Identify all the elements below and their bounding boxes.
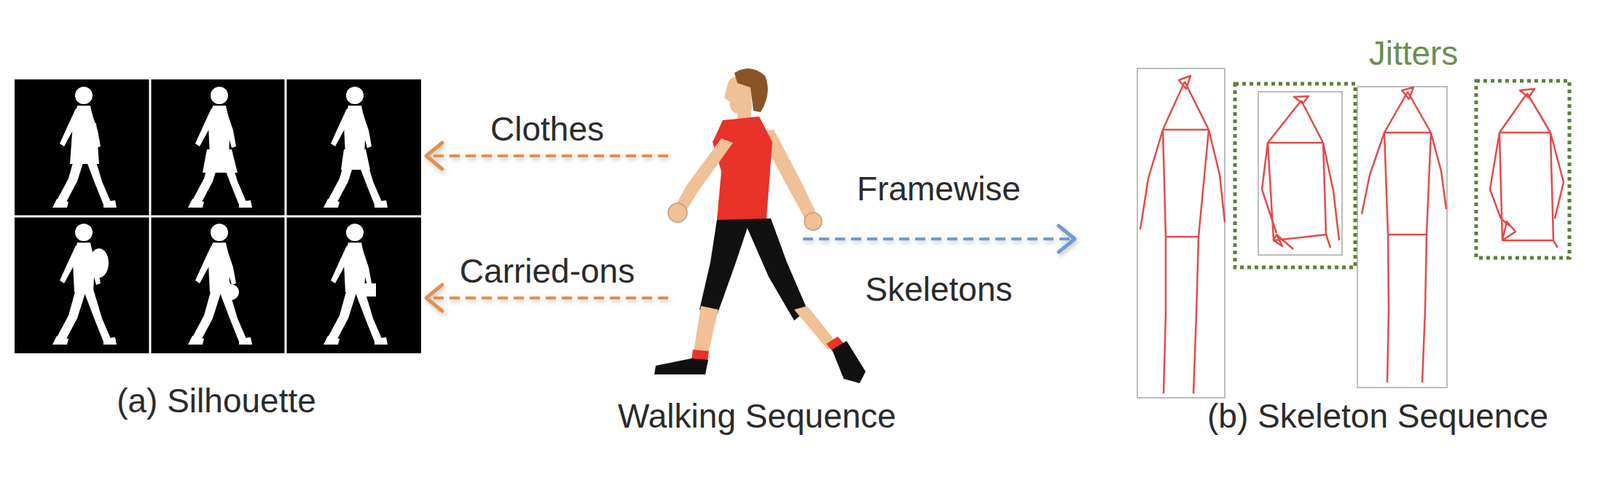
dashed-line [802, 237, 1075, 241]
coat-shape [69, 123, 100, 164]
walker-silhouette [187, 223, 253, 345]
skirt-shape [202, 149, 238, 173]
dashed-line [426, 296, 669, 300]
silhouette-backpack [52, 223, 117, 345]
handbag-shape [364, 283, 376, 297]
edge-label: Clothes [490, 110, 605, 149]
front-shoe [654, 358, 709, 375]
silhouette-skirt [187, 86, 253, 208]
shorts-shape [340, 149, 371, 170]
walker-silhouette [52, 86, 117, 208]
arrow-head [426, 142, 443, 170]
walker-silhouette [323, 86, 388, 208]
silhouette-panel: (a) Silhouette [14, 79, 427, 354]
skeleton-sequence [1137, 68, 1570, 398]
frame-box [1258, 91, 1343, 256]
grid-line [14, 215, 422, 218]
silhouette-grid [14, 79, 422, 354]
arrow-head [426, 284, 443, 312]
node-caption: Walking Sequence [617, 397, 897, 436]
silhouette-handbag [323, 223, 388, 345]
jittered-skeleton [1489, 88, 1564, 248]
dashed-arrow [802, 225, 1075, 253]
front-fist [668, 203, 688, 223]
silhouette-shorts [323, 86, 388, 208]
jitter-box [1476, 80, 1570, 258]
back-shoe [832, 340, 866, 384]
annotation-label: Jitters [1369, 34, 1459, 73]
grid-lines [14, 79, 422, 354]
node-caption: (b) Skeleton Sequence [1207, 397, 1549, 436]
skeleton-figures [1140, 75, 1564, 394]
back-legging [743, 218, 808, 321]
walking-figure: Walking Sequence [668, 69, 803, 390]
node-caption: (a) Silhouette [116, 381, 317, 421]
red-shirt [712, 116, 773, 221]
dashed-line [426, 154, 669, 158]
skeleton-panel: (b) Skeleton Sequence [1074, 43, 1578, 401]
hair [734, 68, 768, 113]
jitter-box [1234, 83, 1356, 268]
silhouette-ground [14, 79, 422, 354]
shoulder-bag [221, 284, 239, 301]
front-arm [674, 138, 733, 213]
frame-box [1357, 86, 1447, 388]
walker-silhouette [323, 223, 388, 345]
silhouette-coat [52, 86, 117, 208]
backpack-shape [89, 248, 109, 278]
skeleton [1361, 87, 1447, 383]
bag-strap [212, 244, 231, 287]
front-legging [699, 214, 751, 314]
skeleton [1140, 75, 1225, 394]
back-fist [804, 212, 822, 231]
walking-woman [654, 68, 866, 384]
silhouette-bag [187, 223, 253, 345]
edge-label: Framewise Skeletons [856, 138, 1021, 340]
arrow-head [1058, 225, 1075, 253]
frame-box [1137, 68, 1225, 398]
edge-label: Carried-ons [459, 252, 635, 291]
jittered-skeleton [1261, 96, 1340, 250]
walker-silhouette [52, 223, 117, 345]
walker-silhouette [187, 86, 253, 208]
front-shin [693, 306, 719, 354]
